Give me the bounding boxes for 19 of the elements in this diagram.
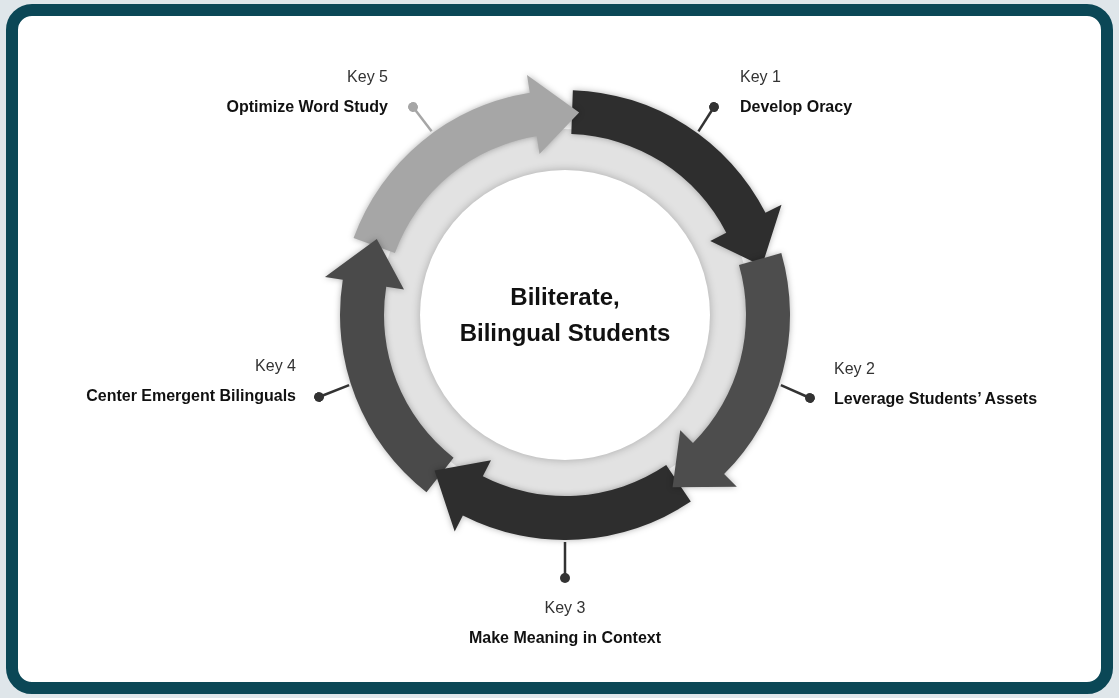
leader-line (314, 384, 350, 402)
arrow-segment (434, 460, 691, 540)
key-number: Key 3 (544, 599, 586, 617)
key-number: Key 2 (834, 360, 875, 378)
leader-line (560, 542, 570, 583)
arrow-segment (325, 238, 454, 493)
key-number: Key 5 (347, 68, 388, 86)
arrow-segment (672, 253, 790, 488)
leader-line (408, 102, 433, 133)
center-title: Biliterate, Bilingual Students (458, 282, 672, 348)
key-number: Key 1 (740, 68, 781, 86)
key-title: Center Emergent Bilinguals (85, 387, 296, 405)
key-number: Key 4 (255, 357, 296, 375)
leader-line (780, 384, 815, 403)
leader-line (697, 102, 719, 133)
key-title: Leverage Students’ Assets (834, 390, 1038, 408)
key-title: Develop Oracy (740, 98, 853, 116)
key-title: Make Meaning in Context (468, 629, 662, 647)
key-title: Optimize Word Study (225, 98, 388, 116)
